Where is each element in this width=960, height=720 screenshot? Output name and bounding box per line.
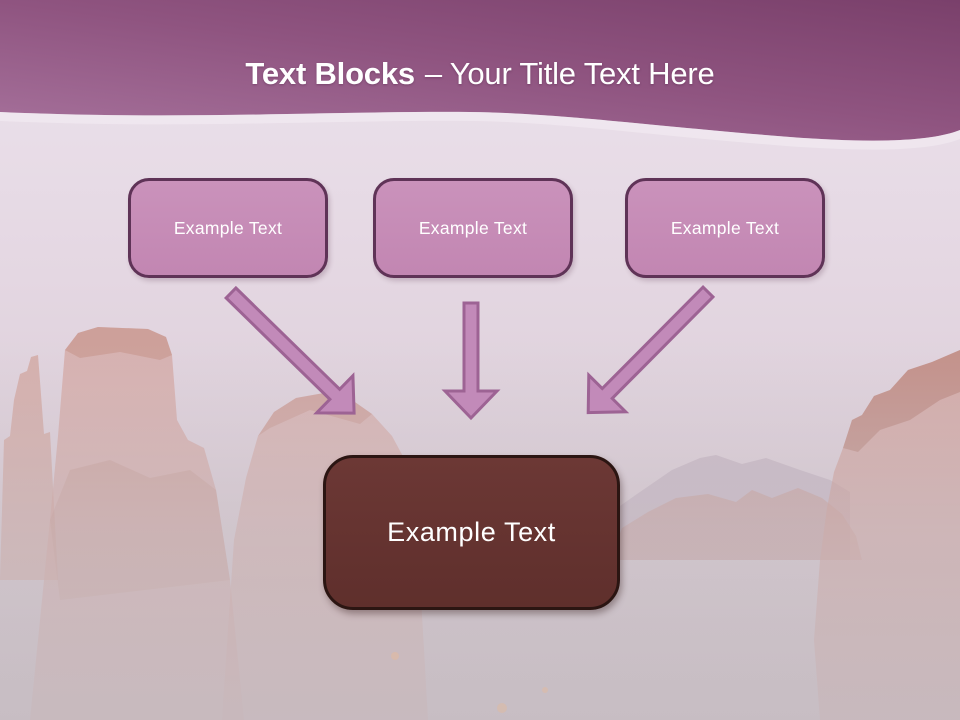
header-wave-highlight	[0, 111, 960, 150]
text-block-1: Example Text	[128, 178, 328, 278]
text-block-2: Example Text	[373, 178, 573, 278]
arrow-down-left-icon	[586, 284, 716, 415]
text-block-1-label: Example Text	[173, 217, 283, 238]
text-block-3-label: Example Text	[670, 217, 780, 238]
slide-title: Text Blocks – Your Title Text Here	[0, 56, 960, 91]
result-block-label: Example Text	[387, 517, 556, 547]
rock-speckle	[391, 652, 399, 660]
text-block-3: Example Text	[625, 178, 825, 278]
slide-title-rest: – Your Title Text Here	[424, 56, 715, 91]
arrow-down-icon	[441, 301, 501, 421]
result-block: Example Text	[323, 455, 620, 610]
header-wave-shape	[0, 0, 960, 141]
rock-speckle	[497, 703, 507, 713]
text-block-2-label: Example Text	[418, 217, 528, 238]
arrow-down-right-icon	[223, 285, 356, 415]
slide-title-bold: Text Blocks	[245, 56, 415, 91]
rock-speckle	[542, 687, 548, 693]
header-band	[0, 0, 960, 150]
